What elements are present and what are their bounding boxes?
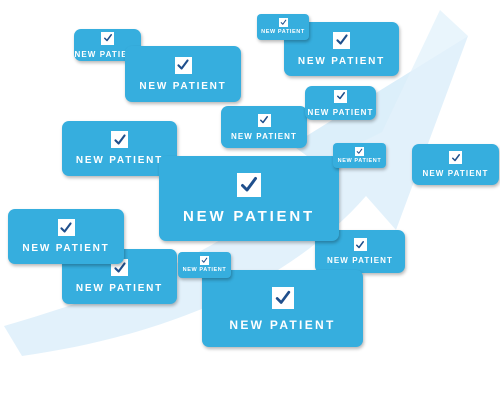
checkmark-icon [257,113,271,127]
checkmark-icon [101,31,114,45]
card-label: NEW PATIENT [230,131,298,141]
checkmark-icon [174,56,192,74]
new-patient-card[interactable]: NEW PATIENT [221,106,307,148]
new-patient-card[interactable]: NEW PATIENT [257,14,309,40]
new-patient-card[interactable]: NEW PATIENT [333,143,386,168]
checkmark-icon [111,131,128,148]
checkmark-icon [57,219,75,236]
checkmark-icon [353,238,367,251]
new-patient-card[interactable]: NEW PATIENT [125,46,241,102]
new-patient-card[interactable]: NEW PATIENT [305,86,376,120]
new-patient-card[interactable]: NEW PATIENT [8,209,124,264]
checkmark-icon [237,173,261,197]
card-label: NEW PATIENT [22,243,110,254]
new-patient-card[interactable]: NEW PATIENT [62,121,177,176]
new-patient-card[interactable]: NEW PATIENT [178,252,231,278]
card-label: NEW PATIENT [261,29,305,36]
card-label: NEW PATIENT [139,80,227,92]
checkmark-icon [333,31,350,49]
card-label: NEW PATIENT [307,107,374,117]
checkmark-icon [355,146,364,156]
card-label: NEW PATIENT [74,49,141,59]
card-label: NEW PATIENT [229,317,336,332]
card-label: NEW PATIENT [183,208,315,225]
new-patient-card[interactable]: NEW PATIENT [412,144,499,185]
card-label: NEW PATIENT [75,283,164,294]
checkmark-icon [200,256,209,266]
new-patient-card[interactable]: NEW PATIENT [159,156,339,241]
checkmark-icon [334,89,347,103]
checkmark-icon [271,286,294,309]
checkmark-icon [278,18,288,28]
card-label: NEW PATIENT [297,55,386,67]
card-label: NEW PATIENT [182,267,227,274]
card-label: NEW PATIENT [337,157,382,164]
card-label: NEW PATIENT [75,155,164,166]
new-patient-card[interactable]: NEW PATIENT [202,270,363,347]
new-patient-card[interactable]: NEW PATIENT [284,22,399,76]
checkmark-icon [449,151,462,164]
card-label: NEW PATIENT [326,256,394,265]
card-label: NEW PATIENT [422,169,489,178]
